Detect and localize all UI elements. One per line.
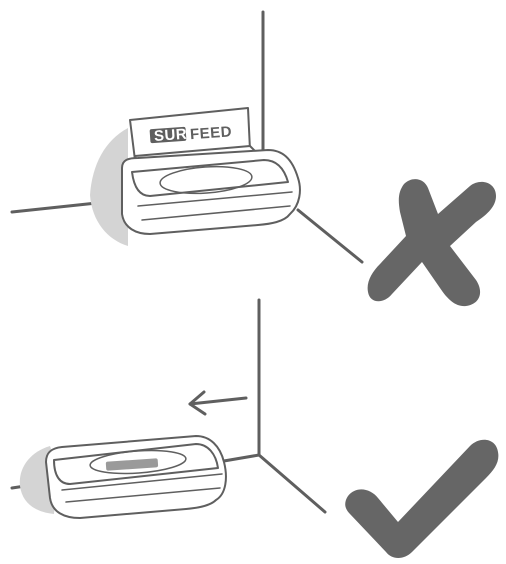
top-floor-right-line <box>298 210 362 262</box>
bottom-feeder-icon <box>46 436 226 518</box>
cross-icon <box>368 179 496 306</box>
arrow-left-icon <box>190 392 246 414</box>
bottom-panel <box>12 300 498 558</box>
bottom-floor-right-line <box>259 455 325 512</box>
top-feeder-logo-part2: FEED <box>189 123 232 143</box>
top-feeder-icon: SURE FEED <box>122 108 300 234</box>
top-panel: SURE FEED <box>12 12 496 306</box>
check-icon <box>345 440 498 558</box>
